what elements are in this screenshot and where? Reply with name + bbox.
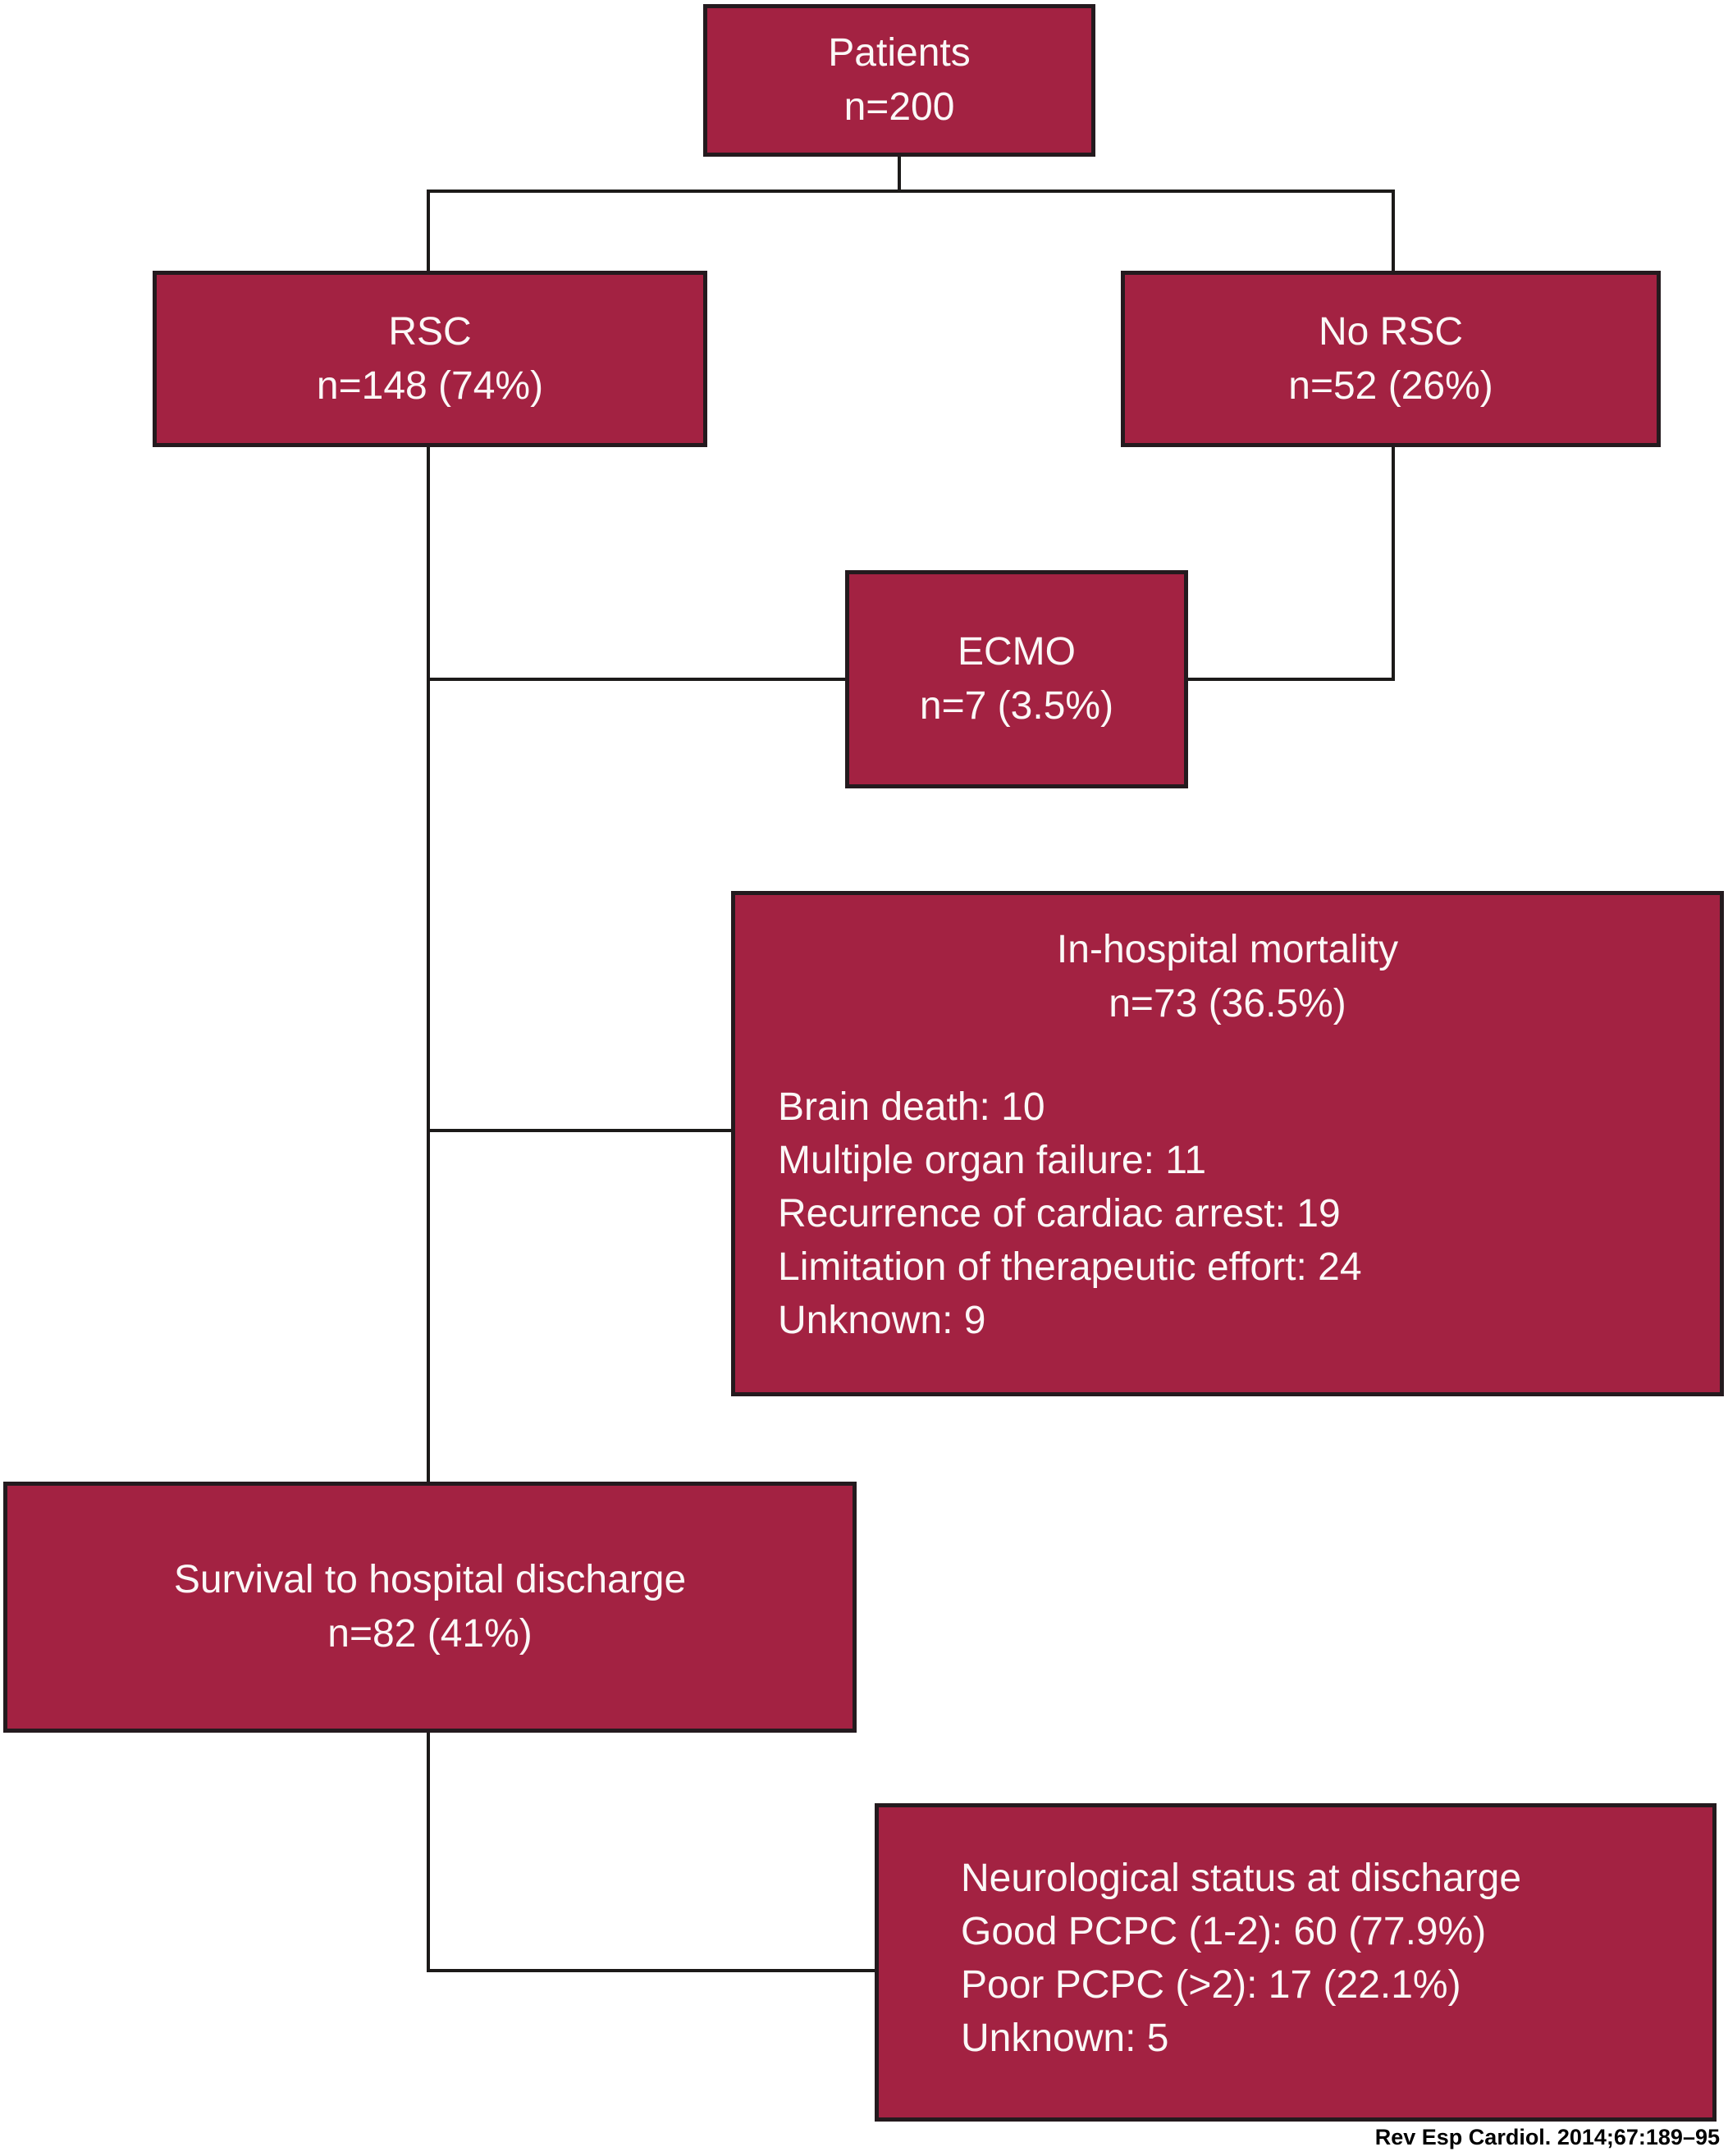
ecmo-box: ECMO n=7 (3.5%) [845,570,1188,788]
survival-box: Survival to hospital discharge n=82 (41%… [3,1482,857,1733]
survival-count: n=82 (41%) [327,1612,533,1656]
mortality-box: In-hospital mortality n=73 (36.5%) Brain… [731,891,1724,1396]
rsc-count: n=148 (74%) [316,363,544,408]
connector-patients-down [898,157,901,193]
mortality-cause-item: Multiple organ failure: 11 [778,1139,1207,1182]
connector-rsc-to-ecmo [427,678,847,681]
no-rsc-box: No RSC n=52 (26%) [1121,271,1661,447]
connector-to-neuro [427,1969,876,1972]
journal-citation: Rev Esp Cardiol. 2014;67:189–95 [1374,2125,1720,2149]
neuro-status-item: Unknown: 5 [961,2017,1169,2060]
rsc-label: RSC [388,309,472,354]
connector-ecmo-to-no-rsc [1186,678,1395,681]
connector-to-rsc [427,190,430,272]
mortality-count: n=73 (36.5%) [1109,982,1346,1025]
no-rsc-label: No RSC [1318,309,1464,354]
connector-to-mortality [427,1129,733,1132]
patients-count: n=200 [843,85,955,129]
mortality-title: In-hospital mortality n=73 (36.5%) [778,923,1677,1031]
mortality-cause-item: Brain death: 10 [778,1085,1045,1129]
survival-label: Survival to hospital discharge [173,1558,687,1601]
connector-rsc-to-survival [427,445,430,1483]
neuro-status-item: Good PCPC (1-2): 60 (77.9%) [961,1910,1487,1953]
mortality-cause-item: Unknown: 9 [778,1299,986,1342]
patients-box: Patients n=200 [703,4,1095,157]
ecmo-label: ECMO [958,630,1076,674]
connector-to-no-rsc [1392,190,1395,272]
neuro-status-title: Neurological status at discharge [961,1857,1522,1900]
neuro-status-box: Neurological status at discharge Good PC… [875,1803,1717,2122]
patients-label: Patients [828,31,971,75]
ecmo-count: n=7 (3.5%) [919,684,1114,728]
mortality-cause-item: Limitation of therapeutic effort: 24 [778,1245,1362,1289]
mortality-title-line: In-hospital mortality [1056,928,1399,971]
mortality-cause-item: Recurrence of cardiac arrest: 19 [778,1192,1341,1236]
connector-split-horizontal [427,190,1395,193]
mortality-cause-list: Brain death: 10 Multiple organ failure: … [778,1080,1677,1347]
neuro-status-item: Poor PCPC (>2): 17 (22.1%) [961,1963,1461,2007]
connector-survival-down [427,1731,430,1972]
rsc-box: RSC n=148 (74%) [153,271,707,447]
no-rsc-count: n=52 (26%) [1288,363,1493,408]
connector-no-rsc-down [1392,445,1395,681]
